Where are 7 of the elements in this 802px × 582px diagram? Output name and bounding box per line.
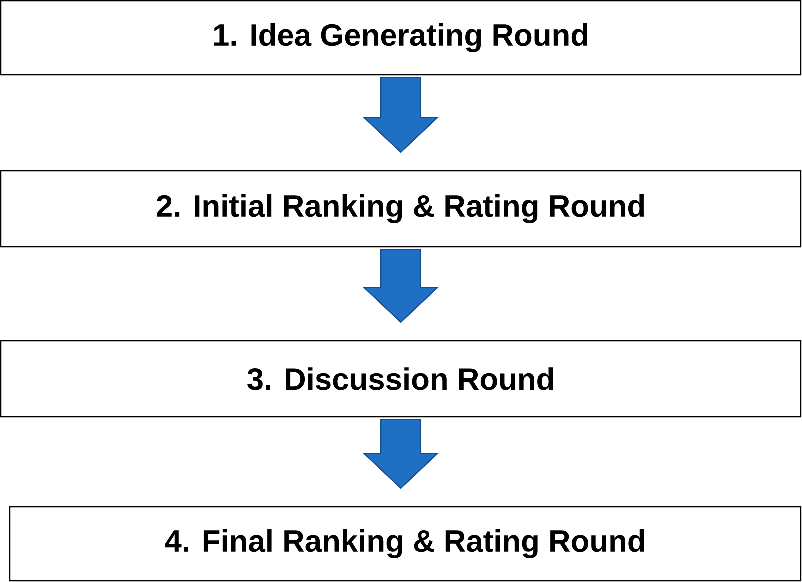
process-box: 2. Initial Ranking & Rating Round: [0, 170, 802, 248]
block-arrow: [362, 77, 440, 154]
process-box: 3. Discussion Round: [0, 340, 802, 418]
block-arrow: [362, 418, 440, 490]
process-box: 1. Idea Generating Round: [0, 0, 802, 76]
process-box: 4. Final Ranking & Rating Round: [9, 506, 802, 582]
block-arrow: [362, 248, 440, 324]
